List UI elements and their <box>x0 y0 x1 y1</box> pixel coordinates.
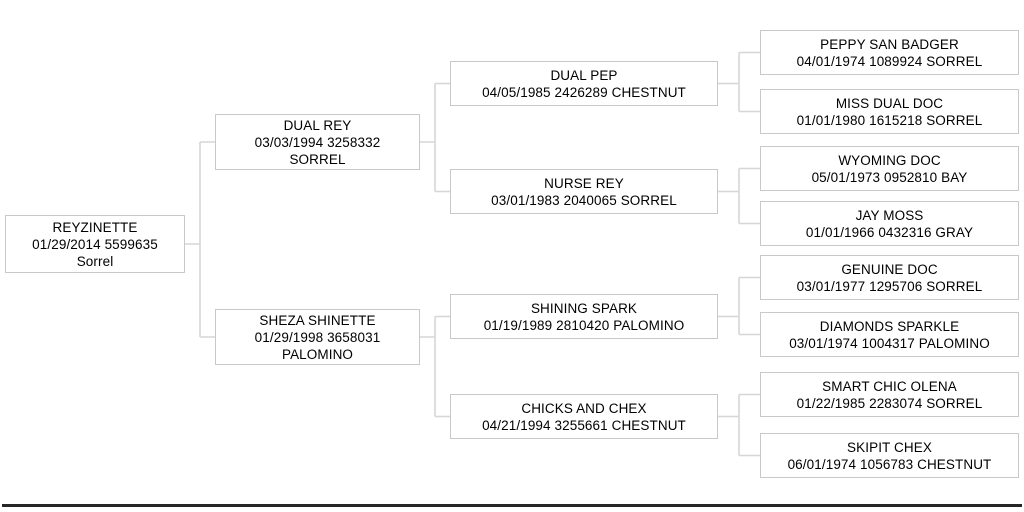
connector-dam-sire-to-ggparents <box>718 276 760 336</box>
horse-name: SKIPIT CHEX <box>847 439 932 455</box>
pedigree-node-dam-sire-dam: DIAMONDS SPARKLE 03/01/1974 1004317 PALO… <box>760 312 1019 357</box>
horse-registration: 01/29/1998 3658031 <box>254 329 381 345</box>
horse-registration: 01/01/1980 1615218 SORREL <box>796 112 983 128</box>
horse-registration: 03/03/1994 3258332 <box>254 134 381 150</box>
horse-name: WYOMING DOC <box>838 152 941 168</box>
horse-color: Sorrel <box>76 253 114 269</box>
horse-name: REYZINETTE <box>52 219 138 235</box>
horse-registration: 04/21/1994 3255661 CHESTNUT <box>482 417 686 433</box>
horse-registration: 01/29/2014 5599635 <box>32 236 158 252</box>
bottom-divider <box>2 504 1022 507</box>
connector-dam-to-grandparents <box>420 315 450 418</box>
pedigree-node-dam-sire-sire: GENUINE DOC 03/01/1977 1295706 SORREL <box>760 255 1019 300</box>
horse-name: DIAMONDS SPARKLE <box>819 318 960 334</box>
connector-subject-to-parents <box>185 141 215 338</box>
pedigree-node-dam: SHEZA SHINETTE 01/29/1998 3658031 PALOMI… <box>215 309 420 365</box>
horse-name: GENUINE DOC <box>841 261 938 277</box>
pedigree-node-dam-dam-dam: SKIPIT CHEX 06/01/1974 1056783 CHESTNUT <box>760 433 1019 478</box>
connector-dam-dam-to-ggparents <box>718 393 760 457</box>
horse-name: SHINING SPARK <box>530 300 638 316</box>
horse-registration: 01/22/1985 2283074 SORREL <box>796 395 983 411</box>
horse-registration: 05/01/1973 0952810 BAY <box>811 169 968 185</box>
pedigree-node-sire-sire: DUAL PEP 04/05/1985 2426289 CHESTNUT <box>450 61 718 106</box>
pedigree-node-dam-dam-sire: SMART CHIC OLENA 01/22/1985 2283074 SORR… <box>760 372 1019 417</box>
pedigree-node-sire-sire-sire: PEPPY SAN BADGER 04/01/1974 1089924 SORR… <box>760 30 1019 75</box>
horse-name: PEPPY SAN BADGER <box>820 36 959 52</box>
horse-registration: 04/05/1985 2426289 CHESTNUT <box>482 84 686 100</box>
pedigree-node-sire: DUAL REY 03/03/1994 3258332 SORREL <box>215 114 420 170</box>
horse-registration: 01/19/1989 2810420 PALOMINO <box>483 317 685 333</box>
horse-color: PALOMINO <box>281 346 354 362</box>
horse-registration: 06/01/1974 1056783 CHESTNUT <box>787 456 992 472</box>
horse-registration: 03/01/1974 1004317 PALOMINO <box>789 335 990 351</box>
horse-registration: 03/01/1983 2040065 SORREL <box>491 192 677 208</box>
horse-name: DUAL PEP <box>550 67 618 83</box>
connector-sire-to-grandparents <box>420 82 450 193</box>
horse-name: SMART CHIC OLENA <box>822 378 957 394</box>
horse-name: CHICKS AND CHEX <box>521 400 647 416</box>
horse-color: SORREL <box>289 151 346 167</box>
horse-name: MISS DUAL DOC <box>835 95 944 111</box>
pedigree-node-subject: REYZINETTE 01/29/2014 5599635 Sorrel <box>5 215 185 273</box>
horse-registration: 04/01/1974 1089924 SORREL <box>796 53 983 69</box>
horse-registration: 01/01/1966 0432316 GRAY <box>805 224 974 240</box>
pedigree-node-sire-dam-sire: WYOMING DOC 05/01/1973 0952810 BAY <box>760 146 1019 191</box>
horse-name: DUAL REY <box>283 117 352 133</box>
pedigree-node-sire-dam-dam: JAY MOSS 01/01/1966 0432316 GRAY <box>760 201 1019 246</box>
pedigree-node-dam-dam: CHICKS AND CHEX 04/21/1994 3255661 CHEST… <box>450 394 718 439</box>
horse-registration: 03/01/1977 1295706 SORREL <box>796 278 983 294</box>
horse-name: SHEZA SHINETTE <box>259 312 376 328</box>
horse-name: JAY MOSS <box>855 207 924 223</box>
pedigree-node-sire-dam: NURSE REY 03/01/1983 2040065 SORREL <box>450 169 718 214</box>
connector-sire-sire-to-ggparents <box>718 51 760 113</box>
pedigree-node-dam-sire: SHINING SPARK 01/19/1989 2810420 PALOMIN… <box>450 294 718 339</box>
connector-sire-dam-to-ggparents <box>718 167 760 225</box>
horse-name: NURSE REY <box>544 175 624 191</box>
pedigree-node-sire-sire-dam: MISS DUAL DOC 01/01/1980 1615218 SORREL <box>760 89 1019 134</box>
